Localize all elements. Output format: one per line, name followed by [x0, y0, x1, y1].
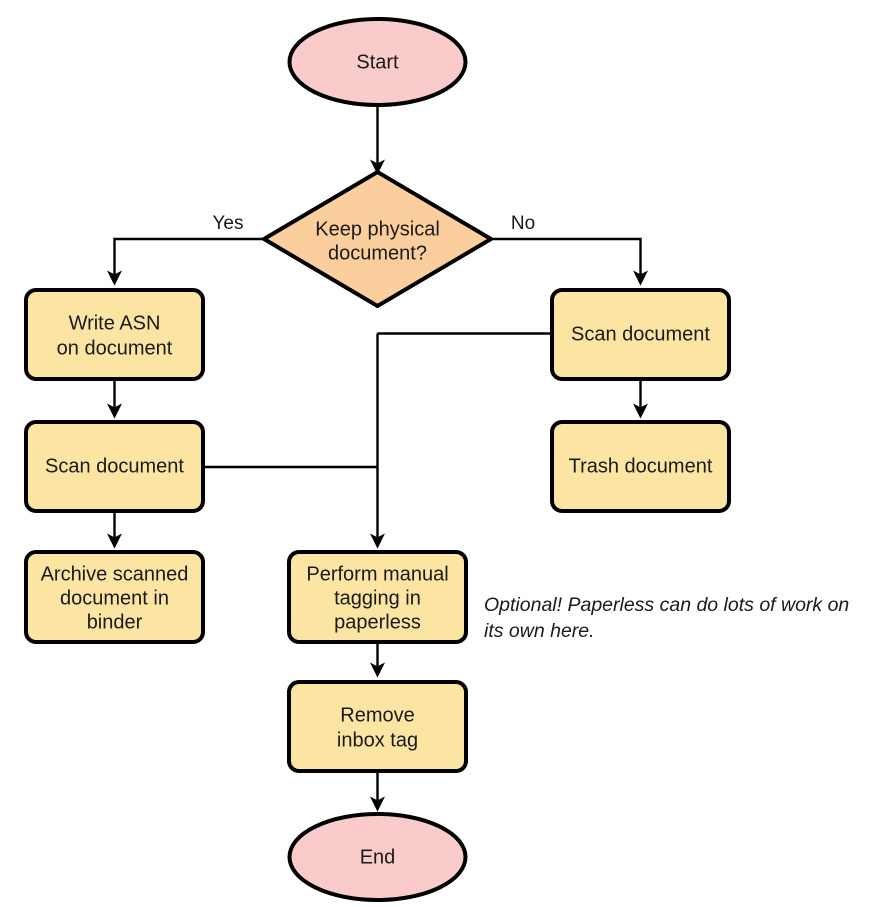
scan-document-right-box: [550, 288, 731, 381]
write-asn-label-line1: Write ASN: [69, 312, 161, 334]
decision-diamond: [262, 170, 493, 308]
scan-document-right-label: Scan document: [571, 323, 710, 345]
archive-label-line3: binder: [87, 611, 143, 633]
edge-label-yes: Yes: [213, 213, 244, 234]
edge-decision-no-to-scan-right: [491, 237, 648, 286]
optional-note-line1: Optional! Paperless can do lots of work …: [484, 594, 849, 616]
remove-inbox-label-line2: inbox tag: [337, 729, 418, 751]
node-trash-document[interactable]: Trash document: [550, 420, 731, 513]
archive-label-line2: document in: [60, 587, 169, 609]
node-scan-document-right[interactable]: Scan document: [550, 288, 731, 381]
node-perform-manual-tagging[interactable]: Perform manual tagging in paperless: [287, 550, 468, 644]
scan-document-left-box: [24, 420, 205, 513]
write-asn-box: [24, 288, 205, 381]
optional-note-line2: its own here.: [484, 620, 595, 642]
node-archive-scanned-document[interactable]: Archive scanned document in binder: [24, 550, 205, 644]
end-ellipse: [287, 812, 468, 902]
decision-label-line2: document?: [328, 242, 427, 264]
archive-box: [24, 550, 205, 644]
trash-document-box: [550, 420, 731, 513]
write-asn-label-line2: on document: [57, 337, 173, 359]
trash-document-label: Trash document: [569, 455, 713, 477]
tagging-label-line3: paperless: [334, 611, 421, 633]
node-start[interactable]: Start: [287, 17, 468, 107]
archive-label-line1: Archive scanned: [41, 563, 189, 585]
tagging-label-line1: Perform manual: [306, 563, 448, 585]
tagging-label-line2: tagging in: [334, 587, 421, 609]
node-end[interactable]: End: [287, 812, 468, 902]
start-label: Start: [356, 51, 399, 73]
optional-note: Optional! Paperless can do lots of work …: [484, 594, 849, 642]
tagging-box: [287, 550, 468, 644]
node-scan-document-left[interactable]: Scan document: [24, 420, 205, 513]
edge-label-no: No: [511, 213, 535, 234]
remove-inbox-label-line1: Remove: [340, 704, 414, 726]
start-ellipse: [287, 17, 468, 107]
decision-label-line1: Keep physical: [315, 218, 440, 240]
scan-document-left-label: Scan document: [45, 455, 184, 477]
edge-decision-yes-to-write-asn: [107, 237, 264, 286]
end-label: End: [360, 846, 396, 868]
node-write-asn-on-document[interactable]: Write ASN on document: [24, 288, 205, 381]
node-decision-keep-physical-document[interactable]: Keep physical document?: [262, 170, 493, 308]
remove-inbox-tag-box: [287, 680, 468, 773]
node-remove-inbox-tag[interactable]: Remove inbox tag: [287, 680, 468, 773]
